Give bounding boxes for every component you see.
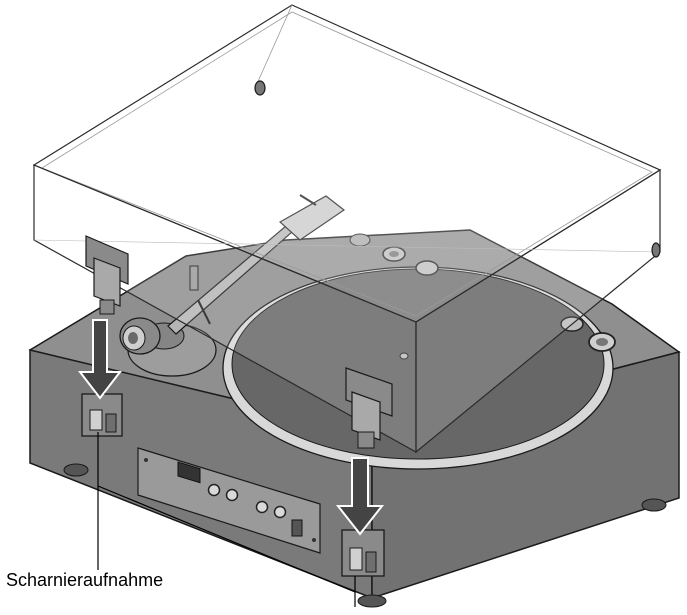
rca-jack: [273, 505, 287, 519]
hinge-receptacle-label: Scharnieraufnahme: [6, 570, 164, 590]
tonearm: [119, 194, 346, 377]
dust-cover-top-inner: [41, 11, 653, 317]
usb-port: [177, 461, 201, 484]
dust-cover: [32, 4, 662, 454]
right-receptacle-inner: [349, 547, 363, 571]
chassis-foot: [357, 594, 387, 608]
hinge-icon: [345, 367, 393, 449]
dust-cover-bumper: [651, 242, 661, 258]
start-knob-inner: [389, 251, 399, 257]
dust-cover-hidden-edge: [33, 239, 661, 253]
rca-jack: [255, 500, 269, 514]
left-receptacle-inner: [105, 413, 117, 433]
rca-jack: [207, 483, 221, 497]
dust-cover-back-edge: [255, 4, 293, 87]
hinge-icon: [85, 235, 129, 315]
hinge-receptacle-left: [81, 393, 123, 437]
panel-screw: [312, 538, 316, 542]
platter: [222, 266, 614, 470]
chassis-foot: [63, 463, 89, 477]
dc-input-socket: [291, 519, 303, 537]
hinge-receptacle-right: [341, 529, 385, 577]
right-receptacle-inner: [365, 551, 377, 573]
power-knob-inner: [596, 338, 608, 346]
rear-connector-panel: [137, 447, 321, 554]
tonearm-rest: [189, 265, 199, 291]
stop-knob: [415, 260, 439, 276]
right-hinge-pin: [357, 431, 375, 449]
callout-leader: [97, 432, 356, 607]
right-receptacle-slot: [341, 529, 385, 577]
panel-screw: [144, 458, 148, 462]
left-insert-arrow: [77, 319, 123, 400]
dust-cover-bumper: [254, 80, 266, 96]
arrow-down-icon: [77, 319, 123, 400]
left-receptacle-inner: [89, 409, 103, 431]
arrow-down-icon: [335, 457, 385, 536]
rca-jack: [225, 488, 239, 502]
left-hinge-pin: [99, 299, 115, 315]
chassis-foot: [641, 498, 667, 512]
platter-spindle: [399, 352, 409, 360]
left-hinge-body: [93, 257, 121, 307]
leader-bracket: [97, 485, 356, 593]
headshell-finger-lift: [299, 194, 317, 206]
cueing-lever: [197, 299, 211, 325]
counterweight-center: [128, 332, 138, 344]
right-insert-arrow: [335, 457, 385, 536]
right-hinge-body: [351, 391, 381, 441]
tonearm-headshell: [278, 195, 346, 241]
